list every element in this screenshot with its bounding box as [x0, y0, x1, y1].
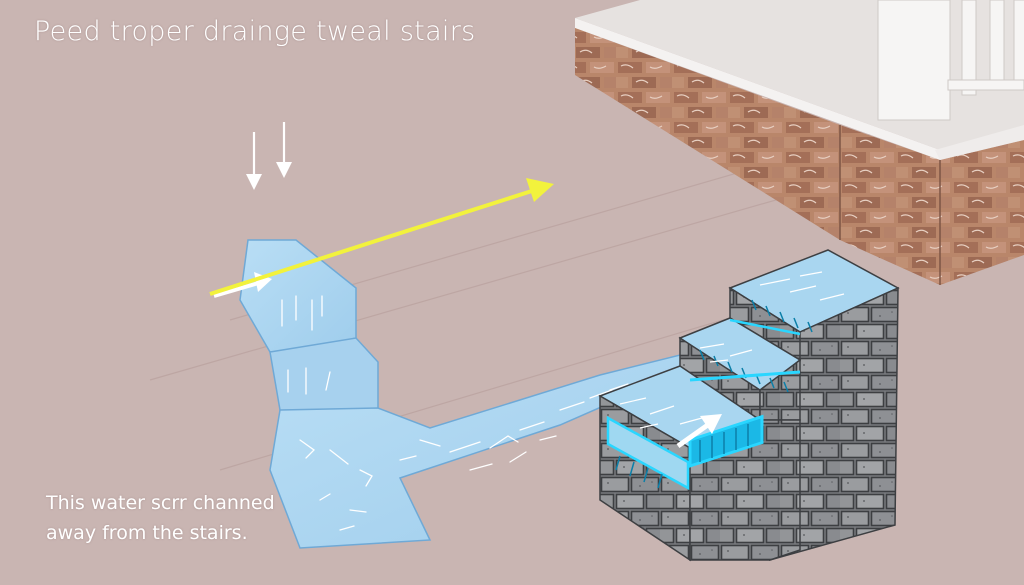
page-title: Peed troper drainge tweal stairs — [34, 16, 476, 47]
flow-arrow-icon — [676, 419, 714, 449]
porch-railing — [877, 0, 1024, 121]
brick-porch — [575, 0, 1024, 285]
caption-line-2: away from the stairs. — [46, 522, 248, 544]
water-channel — [213, 239, 692, 549]
grate-bars — [615, 299, 813, 489]
caption: This water scrr channed away from the st… — [46, 488, 275, 548]
flow-marks — [281, 295, 629, 531]
concrete-drain-steps — [598, 249, 900, 562]
down-arrow-icon — [246, 122, 292, 190]
direction-arrow-icon — [209, 178, 554, 296]
inlet-arrow-icon — [213, 280, 263, 298]
step-flow-marks — [619, 271, 845, 429]
caption-line-1: This water scrr channed — [46, 492, 275, 514]
